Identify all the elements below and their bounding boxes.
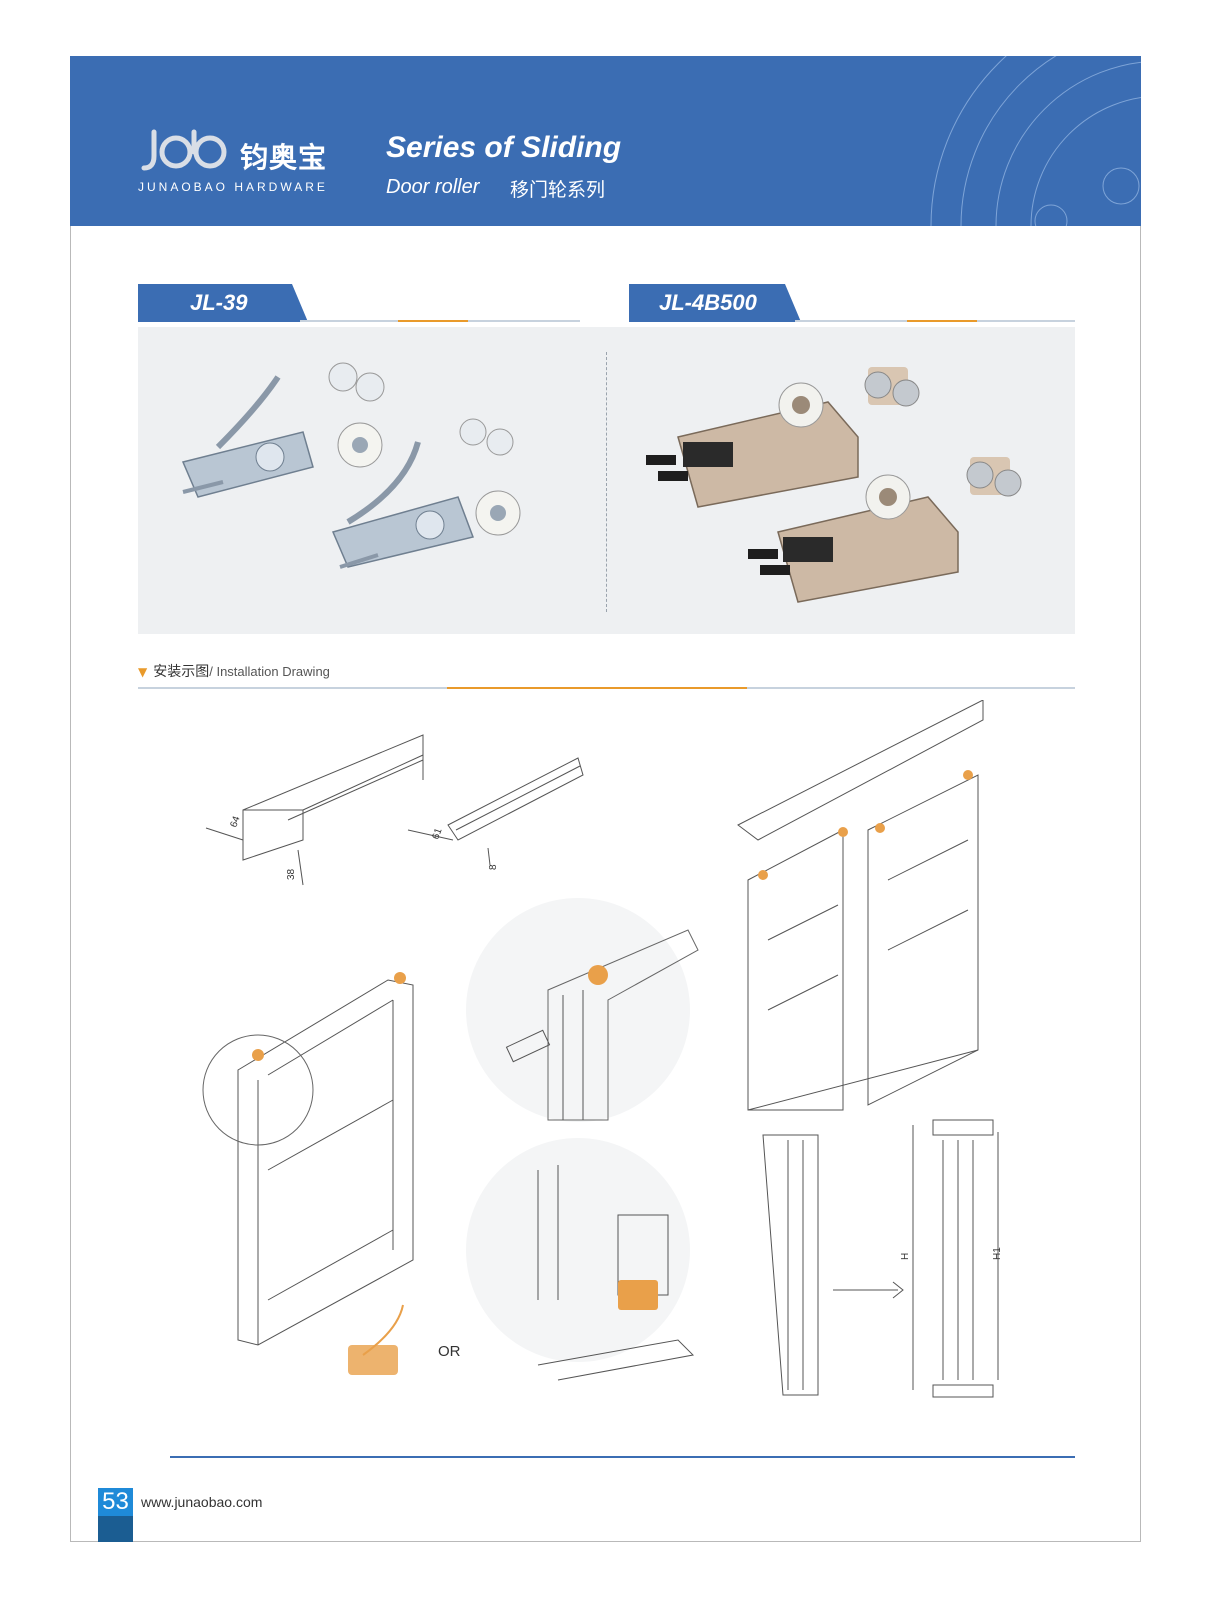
jl-4b500-roller-image-2 [748,474,959,603]
dim-height-1: H1 [992,1247,1003,1260]
dim-top-track-b: 38 [286,868,297,880]
installation-heading: ▼ 安装示图/ Installation Drawing [138,661,330,681]
bottom-track-profile [407,757,584,866]
page-number-tab [98,1516,133,1542]
product-panel-divider [606,352,607,612]
jl-4b500-wheel-image-2 [966,457,1022,497]
brand-name-cn: 钧奥宝 [240,141,328,174]
installation-heading-cn: 安装示图 [153,664,210,680]
tab-underline-left [300,320,580,322]
series-subtitle-cn: 移门轮系列 [510,179,606,201]
installation-drawing-svg: OR 64 38 61 8 H H1 [202,699,1003,1398]
detail-circle-top [466,898,699,1122]
tab-underline-right [795,320,1075,322]
detail-circle-bottom [466,1138,695,1381]
dim-bottom-track-b: 8 [488,864,499,870]
header-decorative-circles [930,56,1141,226]
series-subtitle: Door roller [386,176,480,198]
product-tab-jl-39: JL-39 [138,284,308,322]
bottom-rule [170,1456,1075,1458]
dim-top-track-a: 64 [228,814,242,829]
logo-mark-icon [141,129,227,171]
installation-heading-underline [138,687,1075,689]
jl-39-wheel-image-1 [328,362,385,402]
website-url: www.junaobao.com [141,1494,263,1510]
triangle-marker-icon: ▼ [138,665,148,679]
or-label: OR [438,1343,461,1360]
dim-bottom-track-a: 61 [430,826,444,841]
roller-accents [252,770,973,1375]
jl-39-wheel-image-2 [459,418,514,456]
left-door-frame [202,979,414,1346]
product-illustrations [181,362,1022,603]
page-number: 53 [98,1488,133,1516]
dim-height: H [900,1253,911,1260]
jl-4b500-roller-image-1 [646,382,859,508]
installation-drawing: OR 64 38 61 8 H H1 [138,699,1075,1420]
jl-4b500-wheel-image-1 [864,367,920,407]
jl-39-roller-image-1 [181,375,383,498]
brand-name-en: JUNAOBAO HARDWARE [138,180,328,194]
series-title: Series of Sliding [386,131,622,164]
product-tab-jl-4b500: JL-4B500 [629,284,801,322]
assembled-door-pair [737,699,984,1111]
lift-in-sequence [762,1119,999,1398]
jl-39-roller-image-2 [331,441,521,569]
top-track-profile [205,734,424,886]
header-band: 钧奥宝 JUNAOBAO HARDWARE Series of Sliding … [70,56,1141,226]
installation-heading-en: / Installation Drawing [209,664,330,679]
